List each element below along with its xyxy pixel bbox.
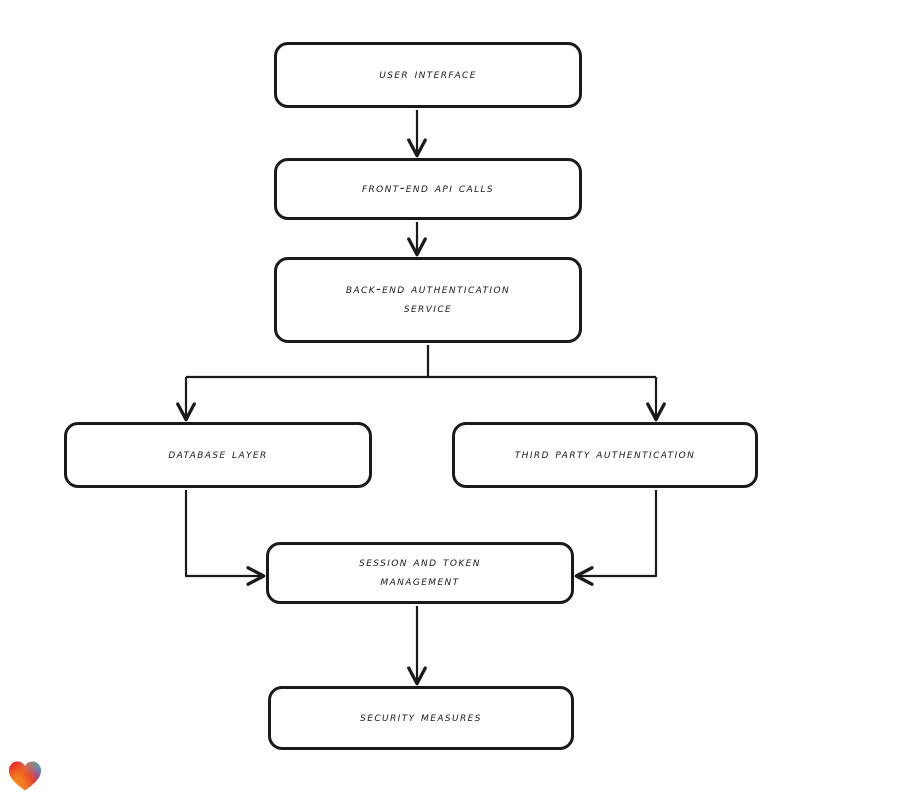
node-database-layer-label: Database Layer: [168, 446, 268, 462]
node-user-interface-label: User Interface: [379, 66, 477, 82]
node-frontend-api-calls[interactable]: Front-End API Calls: [274, 158, 582, 220]
node-session-and-token-management[interactable]: Session and Token Management: [266, 542, 574, 604]
edge-thirdparty-to-session: [574, 490, 658, 586]
edge-database-to-session: [184, 490, 266, 586]
node-third-party-authentication-label: Third Party Authentication: [514, 446, 696, 462]
node-session-and-token-management-label: Session and Token Management: [359, 555, 481, 589]
edge-backend-fork-stem: [186, 345, 656, 379]
node-backend-authentication-service[interactable]: Back-End Authentication Service: [274, 257, 582, 343]
node-backend-authentication-service-label: Back-End Authentication Service: [345, 282, 511, 316]
node-frontend-api-calls-label: Front-End API Calls: [361, 180, 495, 196]
node-user-interface[interactable]: User Interface: [274, 42, 582, 108]
node-security-measures-label: Security Measures: [360, 709, 482, 725]
node-security-measures[interactable]: Security Measures: [268, 686, 574, 750]
heart-icon: [9, 761, 41, 791]
node-database-layer[interactable]: Database Layer: [64, 422, 372, 488]
node-third-party-authentication[interactable]: Third Party Authentication: [452, 422, 758, 488]
